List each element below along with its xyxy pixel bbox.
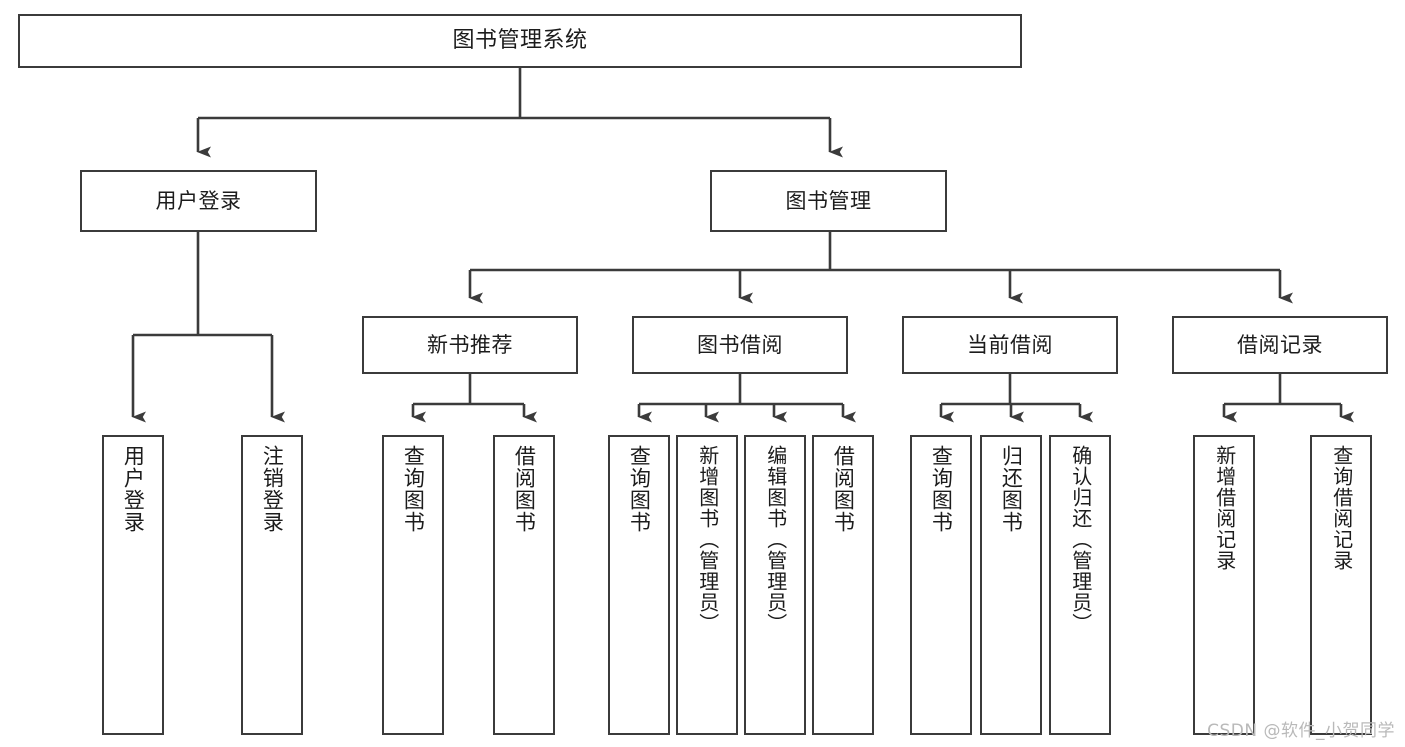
node-leaf-add-book-label: 新增图书（管理员） <box>695 445 720 634</box>
node-leaf-user-login[interactable]: 用户登录 <box>102 435 164 735</box>
node-leaf-borrow-book-2-label: 借阅图书 <box>831 445 856 533</box>
node-leaf-add-book[interactable]: 新增图书（管理员） <box>676 435 738 735</box>
node-leaf-borrow-book-1[interactable]: 借阅图书 <box>493 435 555 735</box>
node-user-login[interactable]: 用户登录 <box>80 170 317 232</box>
node-leaf-edit-book-label: 编辑图书（管理员） <box>763 445 788 634</box>
node-borrow-record-label: 借阅记录 <box>1237 332 1323 357</box>
node-user-login-label: 用户登录 <box>155 188 242 213</box>
node-root-label: 图书管理系统 <box>452 28 588 54</box>
node-borrow-record[interactable]: 借阅记录 <box>1172 316 1388 374</box>
node-leaf-query-book-3-label: 查询图书 <box>929 445 954 533</box>
node-leaf-borrow-book-1-label: 借阅图书 <box>512 445 537 533</box>
node-leaf-add-record[interactable]: 新增借阅记录 <box>1193 435 1255 735</box>
node-new-book-rec[interactable]: 新书推荐 <box>362 316 578 374</box>
node-leaf-query-book-2-label: 查询图书 <box>627 445 652 533</box>
node-leaf-add-record-label: 新增借阅记录 <box>1212 445 1237 571</box>
node-leaf-user-login-label: 用户登录 <box>121 445 146 533</box>
node-current-borrow-label: 当前借阅 <box>967 332 1053 357</box>
csdn-watermark: CSDN @软件_小贺同学 <box>1207 721 1395 741</box>
node-leaf-edit-book[interactable]: 编辑图书（管理员） <box>744 435 806 735</box>
node-leaf-user-logout[interactable]: 注销登录 <box>241 435 303 735</box>
node-leaf-user-logout-label: 注销登录 <box>260 445 285 533</box>
node-leaf-query-record[interactable]: 查询借阅记录 <box>1310 435 1372 735</box>
node-leaf-query-book-1[interactable]: 查询图书 <box>382 435 444 735</box>
node-leaf-borrow-book-2[interactable]: 借阅图书 <box>812 435 874 735</box>
node-leaf-return-book-label: 归还图书 <box>999 445 1024 533</box>
node-book-manage[interactable]: 图书管理 <box>710 170 947 232</box>
node-book-borrow[interactable]: 图书借阅 <box>632 316 848 374</box>
node-leaf-query-record-label: 查询借阅记录 <box>1329 445 1354 571</box>
node-leaf-confirm-return[interactable]: 确认归还（管理员） <box>1049 435 1111 735</box>
node-book-borrow-label: 图书借阅 <box>697 332 783 357</box>
node-root[interactable]: 图书管理系统 <box>18 14 1022 68</box>
node-leaf-query-book-2[interactable]: 查询图书 <box>608 435 670 735</box>
node-new-book-rec-label: 新书推荐 <box>427 332 513 357</box>
node-leaf-return-book[interactable]: 归还图书 <box>980 435 1042 735</box>
node-leaf-confirm-return-label: 确认归还（管理员） <box>1068 445 1093 634</box>
node-leaf-query-book-1-label: 查询图书 <box>401 445 426 533</box>
node-leaf-query-book-3[interactable]: 查询图书 <box>910 435 972 735</box>
node-current-borrow[interactable]: 当前借阅 <box>902 316 1118 374</box>
node-book-manage-label: 图书管理 <box>785 188 872 213</box>
